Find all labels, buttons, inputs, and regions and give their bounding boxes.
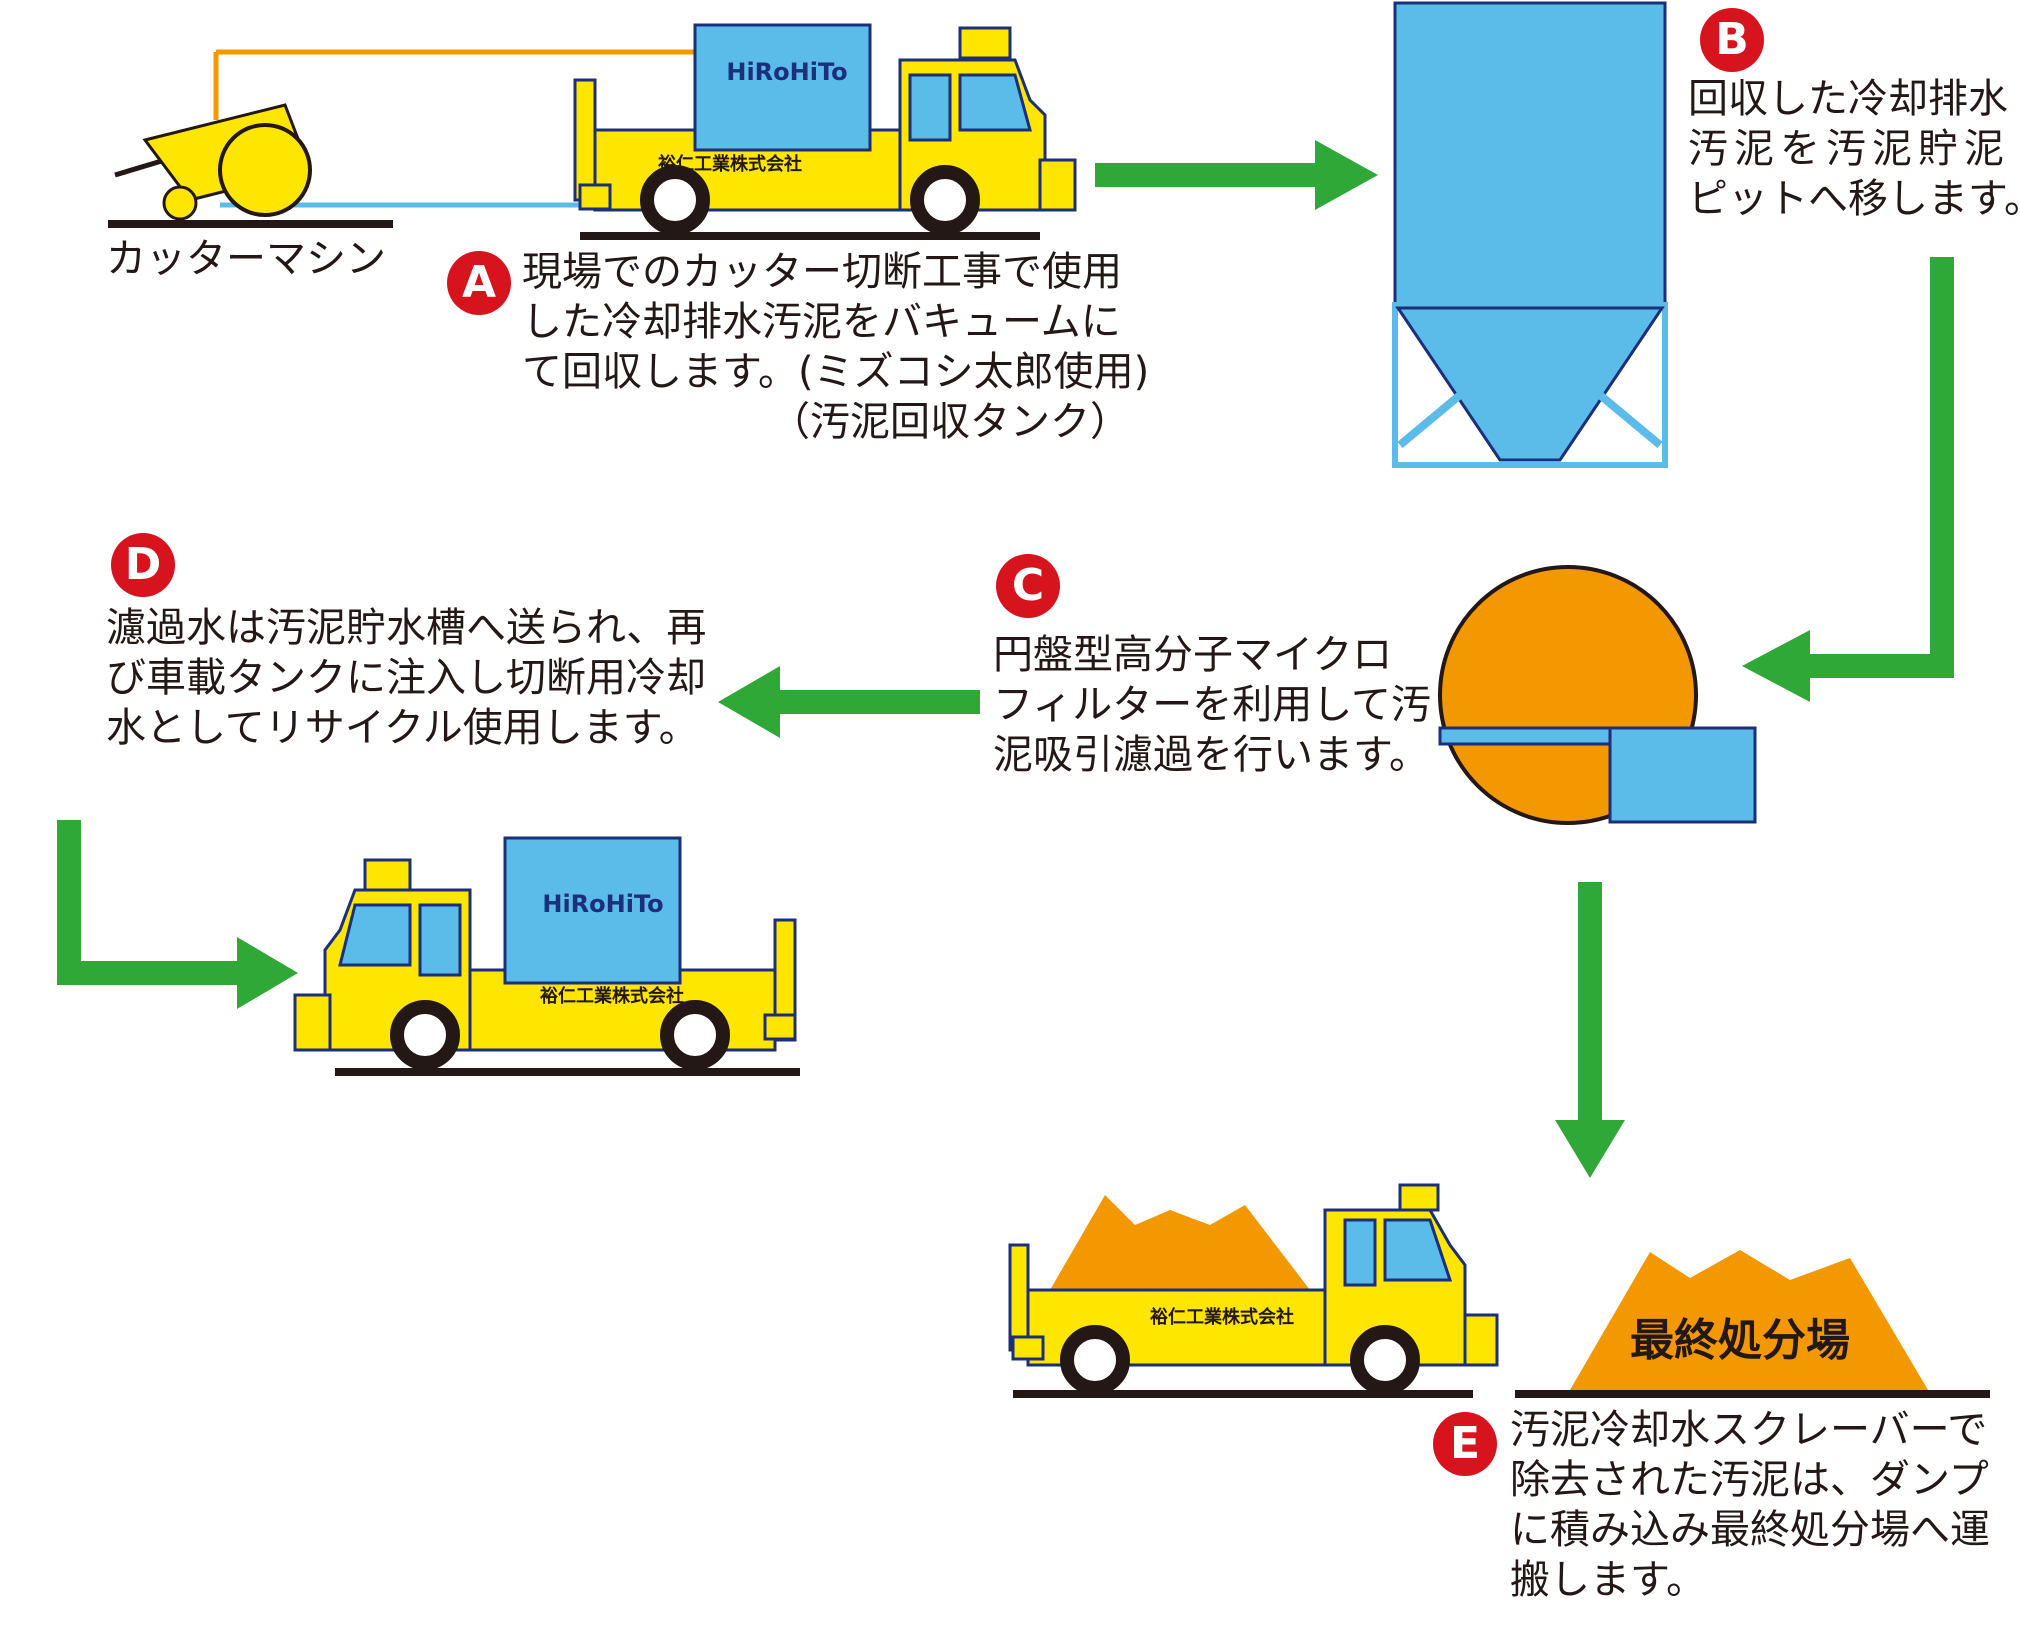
truck-company-a: 裕仁工業株式会社 (658, 153, 802, 175)
step-a-badge: A (447, 251, 511, 315)
truck-icon (573, 23, 1077, 240)
disc-filter-icon (1438, 565, 1757, 825)
step-b-line: 回収した冷却排水 (1688, 76, 2008, 122)
step-b-badge: B (1700, 8, 1764, 72)
step-a-line: て回収します。(ミズコシ太郎使用) (522, 349, 1150, 395)
step-e-line: に積み込み最終処分場へ運 (1510, 1507, 1990, 1553)
step-c-line: 泥吸引濾過を行います。 (993, 732, 1429, 778)
cutter-machine-icon (108, 49, 813, 228)
silo-icon (1392, 1, 1668, 468)
step-d-badge: D (111, 533, 175, 597)
step-b-line: 汚泥を汚泥貯泥 (1688, 126, 2010, 172)
step-b-line: ピットへ移します。 (1688, 176, 2020, 222)
dump-truck-icon (1008, 1183, 1499, 1398)
step-c-badge: C (996, 554, 1060, 618)
truck-icon (293, 836, 800, 1076)
step-d-line: び車載タンクに注入し切断用冷却 (106, 655, 706, 701)
step-d-line: 水としてリサイクル使用します。 (106, 705, 699, 751)
truck-company-e: 裕仁工業株式会社 (1150, 1306, 1294, 1328)
step-e-line: 搬します。 (1510, 1557, 1706, 1603)
step-e-badge: E (1433, 1412, 1497, 1476)
sludge-pile-icon (1515, 1250, 1990, 1398)
step-d-line: 濾過水は汚泥貯水槽へ送られ、再 (106, 605, 707, 651)
step-e-line: 汚泥冷却水スクレーバーで (1510, 1407, 1988, 1453)
step-a-line: した冷却排水汚泥をバキュームに (522, 299, 1121, 345)
flow-arrow-icon (57, 140, 1954, 1178)
truck-logo-a: HiRoHiTo (726, 58, 847, 86)
truck-company-d: 裕仁工業株式会社 (540, 985, 684, 1007)
disposal-site-label: 最終処分場 (1630, 1315, 1850, 1366)
step-a-line: （汚泥回収タンク） (770, 399, 1130, 445)
step-e-line: 除去された汚泥は、ダンプ (1510, 1457, 1989, 1503)
step-c-line: 円盤型高分子マイクロ (993, 632, 1393, 678)
step-a-line: 現場でのカッター切断工事で使用 (522, 249, 1122, 295)
cutter-machine-label: カッターマシン (106, 236, 386, 282)
truck-logo-d: HiRoHiTo (542, 890, 663, 918)
step-c-line: フィルターを利用して汚 (993, 682, 1431, 728)
